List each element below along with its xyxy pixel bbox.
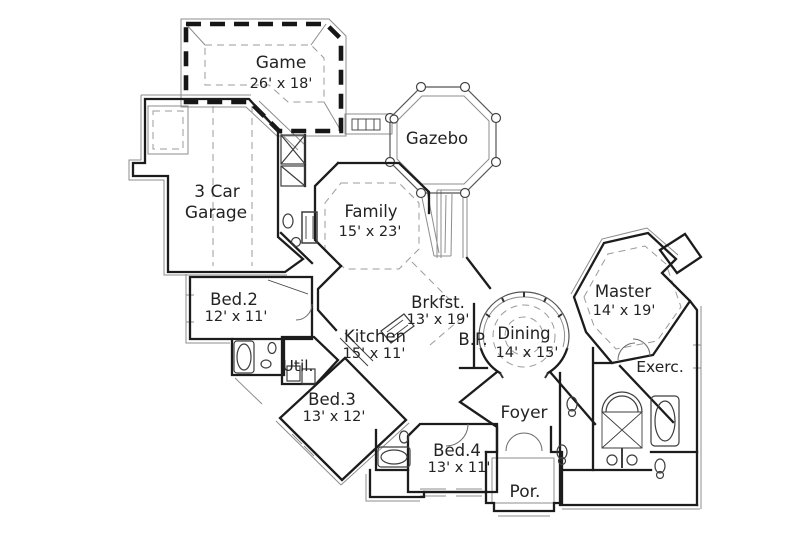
exerc-label: Exerc. xyxy=(636,358,684,376)
toilet-icon xyxy=(556,444,568,460)
gazebo-post xyxy=(459,81,471,93)
exterior-and-interior-walls xyxy=(131,97,703,513)
kitchen-walls xyxy=(316,264,343,332)
fixtures xyxy=(233,118,680,480)
master-tub-icon xyxy=(650,395,680,447)
gazebo-post xyxy=(389,114,399,124)
exerc-walls xyxy=(591,346,675,472)
door-swings xyxy=(295,303,651,452)
dining-label: Dining xyxy=(497,324,550,343)
kitchen-counter xyxy=(339,332,374,367)
brkfst-dims: 13' x 19' xyxy=(407,312,470,328)
game-room-label: Game xyxy=(256,53,307,73)
dining-bay-band xyxy=(478,291,570,379)
bed2-door xyxy=(295,303,313,321)
master-outline xyxy=(572,231,692,365)
gazebo-post xyxy=(490,112,502,124)
bed2-sink-icon xyxy=(260,359,272,369)
kitchen-label: Kitchen xyxy=(344,327,406,346)
powder-toilet-icon xyxy=(290,236,302,248)
bed3-label: Bed.3 xyxy=(308,390,356,409)
bed3-dims: 13' x 12' xyxy=(303,409,366,425)
foyer-label: Foyer xyxy=(500,403,547,423)
toilet-icon xyxy=(654,458,666,474)
game-room-outline xyxy=(183,21,344,134)
util-outline xyxy=(280,335,340,386)
bed4-outline xyxy=(406,422,499,494)
bed2-tub-icon xyxy=(233,340,255,374)
powder-sink-icon xyxy=(282,213,294,229)
bed4-dims: 13' x 11' xyxy=(428,460,491,476)
porch-outline xyxy=(484,450,564,513)
bed2-label: Bed.2 xyxy=(210,290,258,309)
bed4-toilet-icon xyxy=(398,430,410,444)
master-shower-arch xyxy=(601,391,643,413)
room-labels: Game 26' x 18' Gazebo 3 Car Garage Famil… xyxy=(185,53,684,502)
gazebo-post xyxy=(490,156,502,168)
master-label: Master xyxy=(595,282,652,301)
bp-label: B.P. xyxy=(458,330,487,349)
dining-dims: 14' x 15' xyxy=(496,345,559,361)
garage-label-line1: 3 Car xyxy=(194,182,240,202)
porch-label: Por. xyxy=(510,482,541,502)
dryer-icon xyxy=(301,368,316,385)
master-dims: 14' x 19' xyxy=(593,303,656,319)
fireplace-icon xyxy=(301,211,318,244)
gazebo-walkway xyxy=(420,190,453,257)
family-walls xyxy=(313,161,431,268)
garage-outline xyxy=(131,97,305,274)
bed4-door xyxy=(445,423,469,447)
closet-shelf-icon xyxy=(280,134,306,165)
foyer-walls xyxy=(458,370,597,454)
bed4-bath-walls xyxy=(368,428,426,499)
bed2-outline xyxy=(188,275,314,341)
vanity-sink-icon xyxy=(606,454,618,466)
gazebo-outline xyxy=(384,81,502,199)
brkfst-walls xyxy=(458,256,492,370)
washer-icon xyxy=(286,365,301,382)
bath-cluster-walls xyxy=(558,371,699,507)
util-label: Util. xyxy=(283,357,314,375)
bed2-dims: 12' x 11' xyxy=(205,309,268,325)
gazebo-post xyxy=(459,187,471,199)
gazebo-post xyxy=(415,81,427,93)
bed2-closet-hatch xyxy=(267,279,309,295)
dining-lower-walls xyxy=(479,347,569,375)
family-room-dims: 15' x 23' xyxy=(339,224,402,240)
bed4-tub-icon xyxy=(377,446,411,468)
gazebo-post xyxy=(415,187,427,199)
master-double-door xyxy=(617,338,651,361)
game-room-dims: 26' x 18' xyxy=(250,76,313,92)
garage-label-line2: Garage xyxy=(185,203,247,223)
family-room-label: Family xyxy=(344,202,397,221)
vanity-sink-icon xyxy=(626,454,638,466)
bed4-label: Bed.4 xyxy=(433,441,481,460)
brkfst-label: Brkfst. xyxy=(411,293,465,312)
toilet-icon xyxy=(566,396,578,412)
master-closet-notch xyxy=(658,232,703,275)
front-door xyxy=(505,432,543,452)
gazebo-label: Gazebo xyxy=(406,129,468,148)
bed2-bath-outline xyxy=(230,337,286,377)
bed3-outline xyxy=(278,356,408,482)
kitchen-island-icon xyxy=(380,313,415,344)
ceiling-dashed-lines xyxy=(152,44,682,368)
eave-trim-lines xyxy=(128,18,702,517)
kitchen-dims: 15' x 11' xyxy=(343,346,406,362)
bed2-toilet-icon xyxy=(267,341,277,355)
